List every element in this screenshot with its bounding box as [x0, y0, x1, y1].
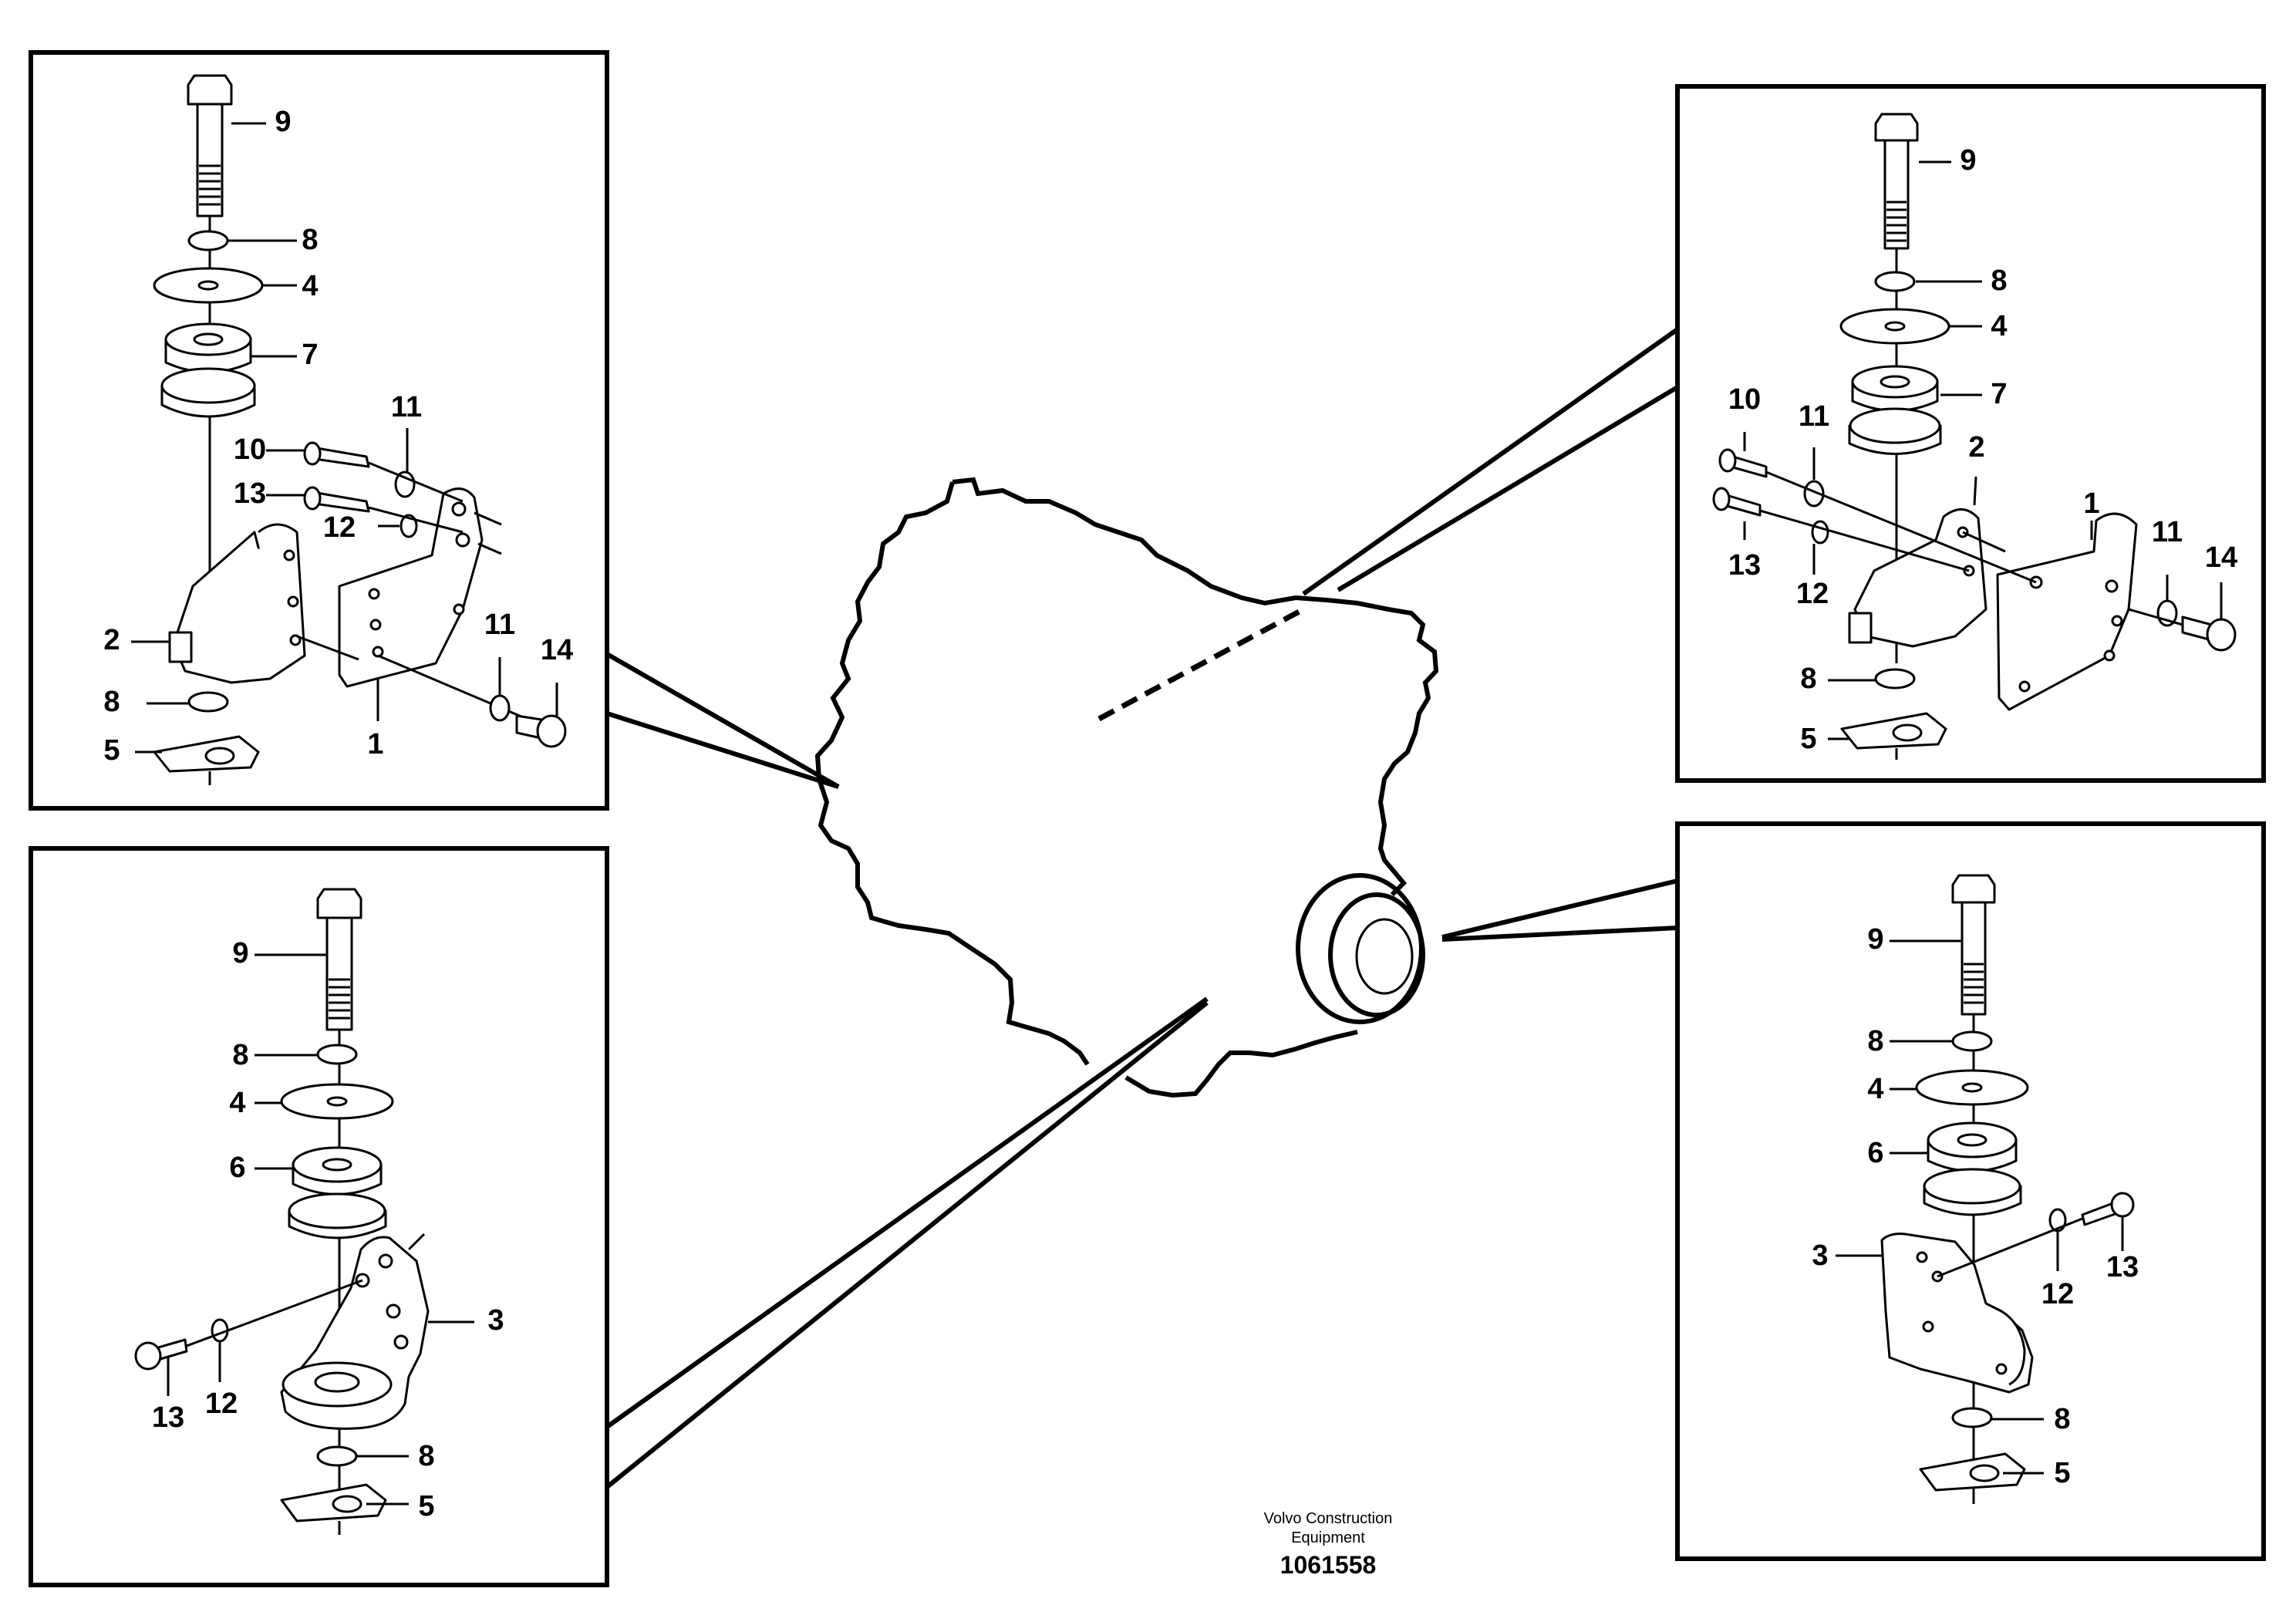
callout-label: 11	[484, 609, 515, 641]
callout-label: 4	[229, 1087, 245, 1119]
bolt-9	[187, 74, 233, 218]
callout-label: 5	[2054, 1457, 2070, 1489]
clip-nut-5	[1840, 712, 1947, 750]
panel-top-right-frame	[1675, 84, 2266, 783]
callout-label: 5	[103, 734, 120, 767]
rubber-mount-6	[288, 1146, 387, 1239]
callout-label: 4	[302, 270, 318, 302]
footer: Volvo Construction Equipment 1061558	[1264, 1510, 1393, 1579]
callout-label: 2	[103, 624, 120, 656]
clip-nut-5	[1919, 1452, 2026, 1492]
callout-label: 8	[418, 1440, 434, 1472]
callout-label: 6	[1867, 1137, 1883, 1169]
callout-label: 13	[1728, 549, 1761, 582]
callout-label: 12	[205, 1388, 238, 1420]
panel-top-right: 9 8 4 7 10 11 2 1 13 12 11 14 8 5	[1712, 113, 2237, 760]
callout-label: 14	[541, 634, 573, 666]
bolt-9	[1874, 113, 1919, 250]
callout-label: 7	[302, 339, 318, 371]
panel-bottom-left: 9 8 4 6 3 13 12 8 5	[134, 888, 504, 1535]
callout-label: 11	[1799, 400, 1829, 433]
callout-label: 13	[234, 477, 266, 510]
clip-nut-5	[280, 1483, 387, 1523]
manufacturer-line1: Volvo Construction	[1264, 1510, 1393, 1527]
callout-label: 9	[1960, 144, 1976, 177]
panel-top-left-frame	[29, 50, 609, 811]
callout-label: 12	[323, 511, 356, 544]
callout-label: 9	[1867, 923, 1883, 956]
callout-label: 9	[232, 937, 248, 969]
panel-bottom-right-frame	[1675, 821, 2266, 1561]
callout-label: 8	[2054, 1403, 2070, 1435]
callout-label: 11	[391, 391, 422, 423]
callout-label: 14	[2205, 541, 2237, 574]
bracket-2	[168, 523, 306, 684]
callout-label: 7	[1991, 378, 2007, 410]
bracket-3	[280, 1233, 430, 1430]
bracket-2	[1848, 508, 1988, 648]
callout-label: 5	[418, 1490, 434, 1523]
callout-label: 8	[1991, 265, 2007, 297]
rubber-mount-7	[160, 322, 256, 418]
panel-top-left: 9 8 4 7 11 10 13 12 2 11 14 8 5 1	[103, 74, 573, 785]
callout-label: 6	[229, 1152, 245, 1184]
rubber-mount-7	[1848, 365, 1942, 455]
callout-label: 4	[1991, 310, 2007, 342]
bracket-3	[1880, 1233, 2034, 1394]
callout-label: 5	[1800, 723, 1816, 755]
drawing-number: 1061558	[1280, 1551, 1377, 1579]
clip-nut-5	[153, 735, 260, 773]
callout-label: 3	[1812, 1239, 1828, 1272]
bolt-9	[316, 888, 362, 1031]
callout-label: 8	[1800, 663, 1816, 695]
panel-bottom-left-frame	[29, 846, 609, 1587]
callout-label: 10	[1728, 383, 1761, 416]
transmission-housing	[814, 477, 1439, 1098]
callout-label: 13	[2106, 1251, 2139, 1283]
callout-label: 12	[2041, 1278, 2074, 1310]
bracket-1	[1996, 512, 2138, 711]
callout-label: 8	[103, 686, 120, 718]
callout-label: 8	[232, 1039, 248, 1071]
rubber-mount-6	[1923, 1121, 2022, 1216]
bracket-1	[338, 487, 502, 688]
callout-lines	[605, 327, 1679, 1489]
bolt-9	[1951, 874, 1996, 1016]
callout-label: 1	[2083, 487, 2099, 520]
callout-label: 8	[302, 224, 318, 256]
callout-label: 9	[275, 106, 291, 138]
callout-label: 10	[234, 433, 266, 466]
callout-label: 8	[1867, 1025, 1883, 1057]
callout-label: 1	[367, 728, 383, 760]
callout-label: 11	[2152, 516, 2183, 548]
manufacturer-line2: Equipment	[1291, 1529, 1365, 1546]
callout-label: 4	[1867, 1073, 1883, 1105]
callout-label: 2	[1968, 431, 1984, 464]
callout-label: 3	[487, 1304, 504, 1337]
panel-bottom-right: 9 8 4 6 3 12 13 8 5	[1812, 874, 2139, 1504]
callout-label: 12	[1796, 578, 1829, 610]
callout-label: 13	[152, 1401, 184, 1434]
